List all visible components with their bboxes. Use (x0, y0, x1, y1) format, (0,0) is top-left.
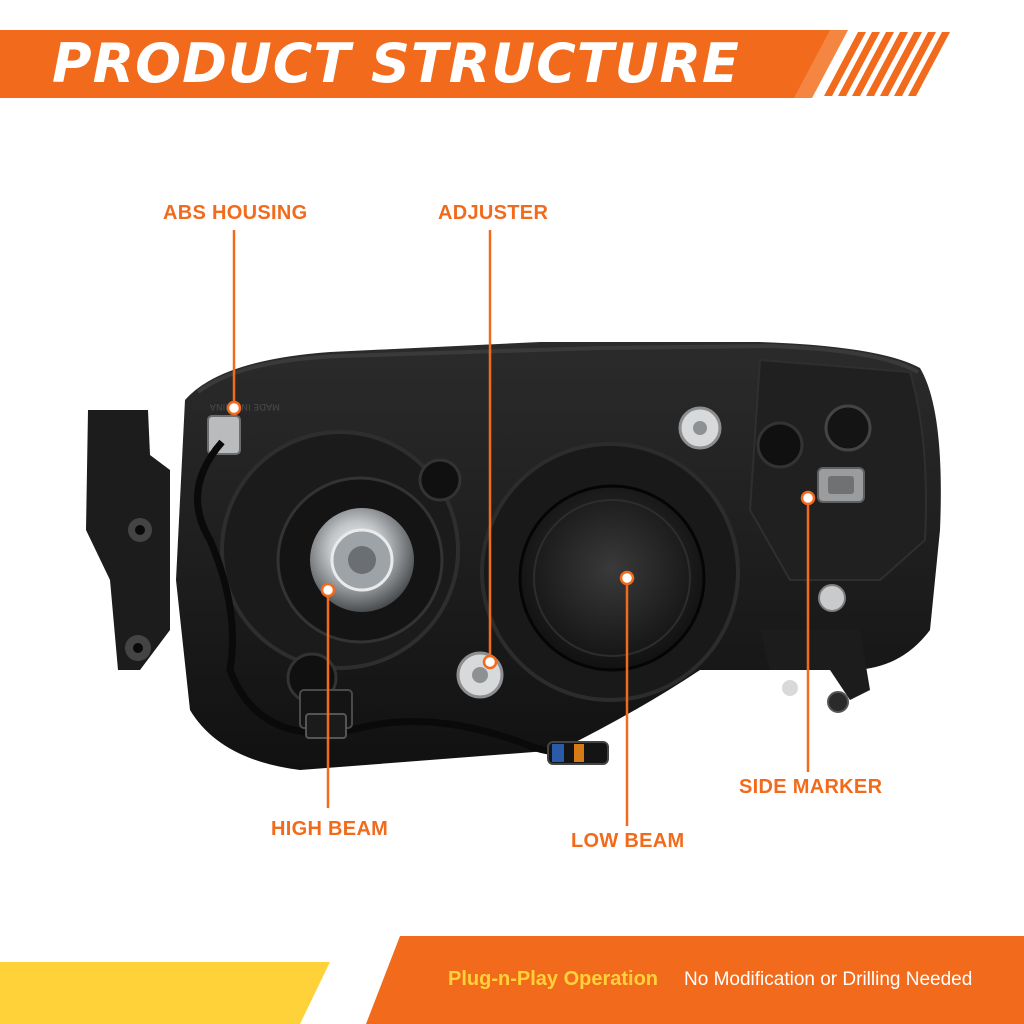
footer-no-modification: No Modification or Drilling Needed (684, 969, 973, 990)
page-title: PRODUCT STRUCTURE (52, 32, 740, 95)
footer-shape (0, 936, 1024, 1024)
callout-adjuster: ADJUSTER (438, 202, 549, 224)
upper-adjuster-screw (678, 406, 722, 450)
callout-side-marker: SIDE MARKER (739, 776, 883, 798)
header-banner: PRODUCT STRUCTURE (0, 28, 1024, 100)
banner-stripes-decoration (824, 32, 950, 96)
headlight-illustration: MADE IN CHINA (86, 230, 941, 826)
side-bolt (818, 584, 846, 612)
lower-right-bracket (760, 630, 870, 700)
product-stage: MADE IN CHINA (0, 110, 1024, 930)
banner-shape (0, 30, 950, 98)
callout-low-beam: LOW BEAM (571, 830, 685, 852)
left-mount-bracket (86, 410, 170, 670)
footer-plug-n-play: Plug-n-Play Operation (448, 968, 659, 990)
footer-yellow-strip (0, 962, 330, 1024)
wiring-harness (194, 439, 594, 756)
side-marker-socket (817, 467, 865, 503)
callout-high-beam: HIGH BEAM (271, 818, 389, 840)
callout-leaders (226, 230, 816, 826)
callout-abs-housing: ABS HOUSING (163, 202, 308, 224)
banner-bar (0, 30, 848, 98)
footer-banner: Plug-n-Play Operation No Modification or… (0, 936, 1024, 1024)
housing-molded-text: MADE IN CHINA (209, 401, 280, 411)
footer-orange-band (366, 936, 1024, 1024)
harness-connector-bottom (547, 741, 609, 765)
low-beam-dust-cap (518, 484, 706, 672)
turn-signal-socket (824, 404, 872, 452)
